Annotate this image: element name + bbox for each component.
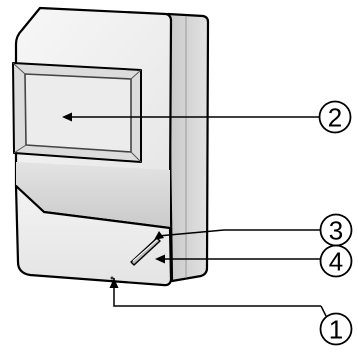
callout-2: 2 xyxy=(318,100,352,134)
callout-number: 2 xyxy=(328,103,342,133)
callout-circle xyxy=(319,244,353,278)
leader-line-3 xyxy=(157,229,321,237)
housing-side-panel xyxy=(166,12,210,283)
leader-line-1-tail xyxy=(320,305,327,317)
callout-3: 3 xyxy=(319,213,353,247)
callout-4: 4 xyxy=(319,244,353,278)
arrowhead-3 xyxy=(154,231,164,240)
callout-number: 4 xyxy=(329,247,343,277)
callout-circle xyxy=(319,312,353,346)
callout-circle xyxy=(318,100,352,134)
callout-1: 1 xyxy=(319,312,353,346)
housing-shade-band xyxy=(16,162,170,228)
bottom-screw-point xyxy=(110,276,114,280)
arrowhead-1 xyxy=(109,278,119,288)
callout-number: 1 xyxy=(329,315,343,345)
arrowheads xyxy=(62,112,165,288)
arrowhead-4 xyxy=(155,254,165,264)
display-window xyxy=(12,62,142,163)
indicator-slot xyxy=(130,237,161,266)
arrowhead-2 xyxy=(62,112,72,122)
callout-number: 3 xyxy=(329,216,343,246)
